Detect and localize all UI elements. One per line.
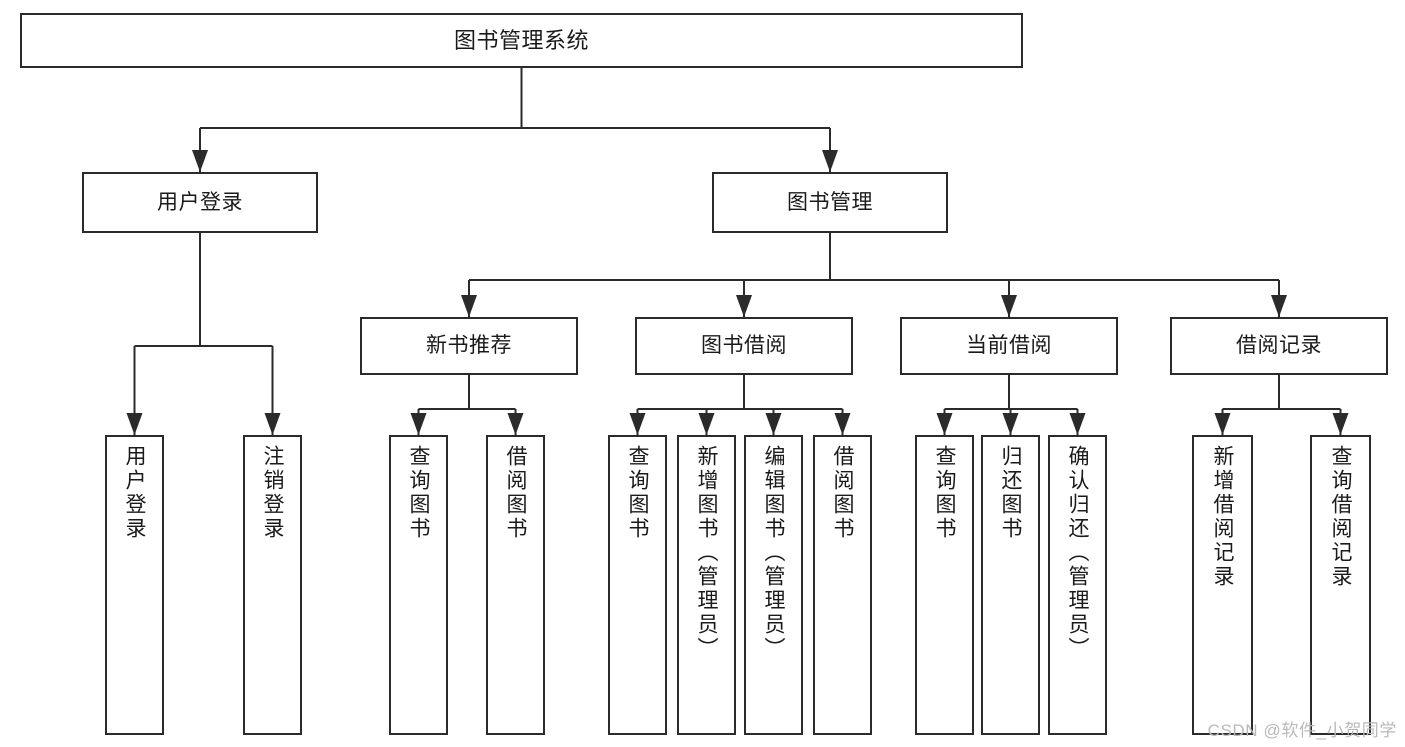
arrowhead-icon — [765, 413, 782, 435]
node-leaf-cur-2[interactable]: 归还图书 — [981, 435, 1040, 735]
node-label: 图书管理系统 — [453, 27, 589, 53]
node-label: 借阅图书 — [831, 445, 854, 541]
node-leaf-login-2[interactable]: 注销登录 — [243, 435, 302, 735]
node-label: 新增图书（管理员） — [695, 445, 718, 661]
node-login[interactable]: 用户登录 — [82, 172, 318, 233]
arrowhead-icon — [834, 413, 851, 435]
node-label: 用户登录 — [123, 445, 146, 541]
node-label: 借阅图书 — [504, 445, 527, 541]
node-label: 确认归还（管理员） — [1066, 445, 1089, 661]
node-records[interactable]: 借阅记录 — [1170, 317, 1388, 375]
arrowhead-icon — [126, 413, 143, 435]
arrowhead-icon — [192, 150, 208, 172]
node-leaf-rec-2[interactable]: 查询借阅记录 — [1310, 435, 1371, 735]
arrowhead-icon — [461, 295, 477, 317]
node-leaf-borrow-4[interactable]: 借阅图书 — [813, 435, 872, 735]
node-label: 借阅记录 — [1236, 334, 1322, 358]
arrowhead-icon — [1332, 413, 1349, 435]
arrowhead-icon — [936, 413, 953, 435]
arrowhead-icon — [1214, 413, 1231, 435]
node-label: 查询图书 — [933, 445, 956, 541]
arrowhead-icon — [1002, 413, 1019, 435]
node-leaf-cur-3[interactable]: 确认归还（管理员） — [1048, 435, 1107, 735]
node-leaf-new-1[interactable]: 查询图书 — [389, 435, 448, 735]
node-leaf-cur-1[interactable]: 查询图书 — [915, 435, 974, 735]
node-leaf-borrow-2[interactable]: 新增图书（管理员） — [677, 435, 736, 735]
node-label: 编辑图书（管理员） — [762, 445, 785, 661]
node-label: 图书管理 — [787, 190, 873, 214]
node-label: 注销登录 — [261, 445, 284, 541]
node-label: 新书推荐 — [426, 334, 512, 358]
node-borrow[interactable]: 图书借阅 — [635, 317, 853, 375]
node-current[interactable]: 当前借阅 — [900, 317, 1118, 375]
arrowhead-icon — [1271, 295, 1287, 317]
arrowhead-icon — [629, 413, 646, 435]
node-leaf-new-2[interactable]: 借阅图书 — [486, 435, 545, 735]
arrowhead-icon — [410, 413, 427, 435]
node-label: 图书借阅 — [701, 334, 787, 358]
node-label: 归还图书 — [999, 445, 1022, 541]
node-leaf-rec-1[interactable]: 新增借阅记录 — [1192, 435, 1253, 735]
node-label: 查询图书 — [626, 445, 649, 541]
arrowhead-icon — [507, 413, 524, 435]
node-label: 查询借阅记录 — [1329, 445, 1352, 589]
node-label: 查询图书 — [407, 445, 430, 541]
node-leaf-borrow-1[interactable]: 查询图书 — [608, 435, 667, 735]
node-label: 当前借阅 — [966, 334, 1052, 358]
arrowhead-icon — [822, 150, 838, 172]
node-leaf-borrow-3[interactable]: 编辑图书（管理员） — [744, 435, 803, 735]
node-bookmgmt[interactable]: 图书管理 — [712, 172, 948, 233]
node-newbook[interactable]: 新书推荐 — [360, 317, 578, 375]
arrowhead-icon — [1069, 413, 1086, 435]
watermark: CSDN @软件_小贺同学 — [1207, 721, 1397, 740]
node-label: 用户登录 — [157, 190, 243, 214]
arrowhead-icon — [698, 413, 715, 435]
arrowhead-icon — [736, 295, 752, 317]
arrowhead-icon — [1001, 295, 1017, 317]
node-label: 新增借阅记录 — [1211, 445, 1234, 589]
node-leaf-login-1[interactable]: 用户登录 — [105, 435, 164, 735]
node-root[interactable]: 图书管理系统 — [20, 13, 1023, 68]
arrowhead-icon — [264, 413, 281, 435]
